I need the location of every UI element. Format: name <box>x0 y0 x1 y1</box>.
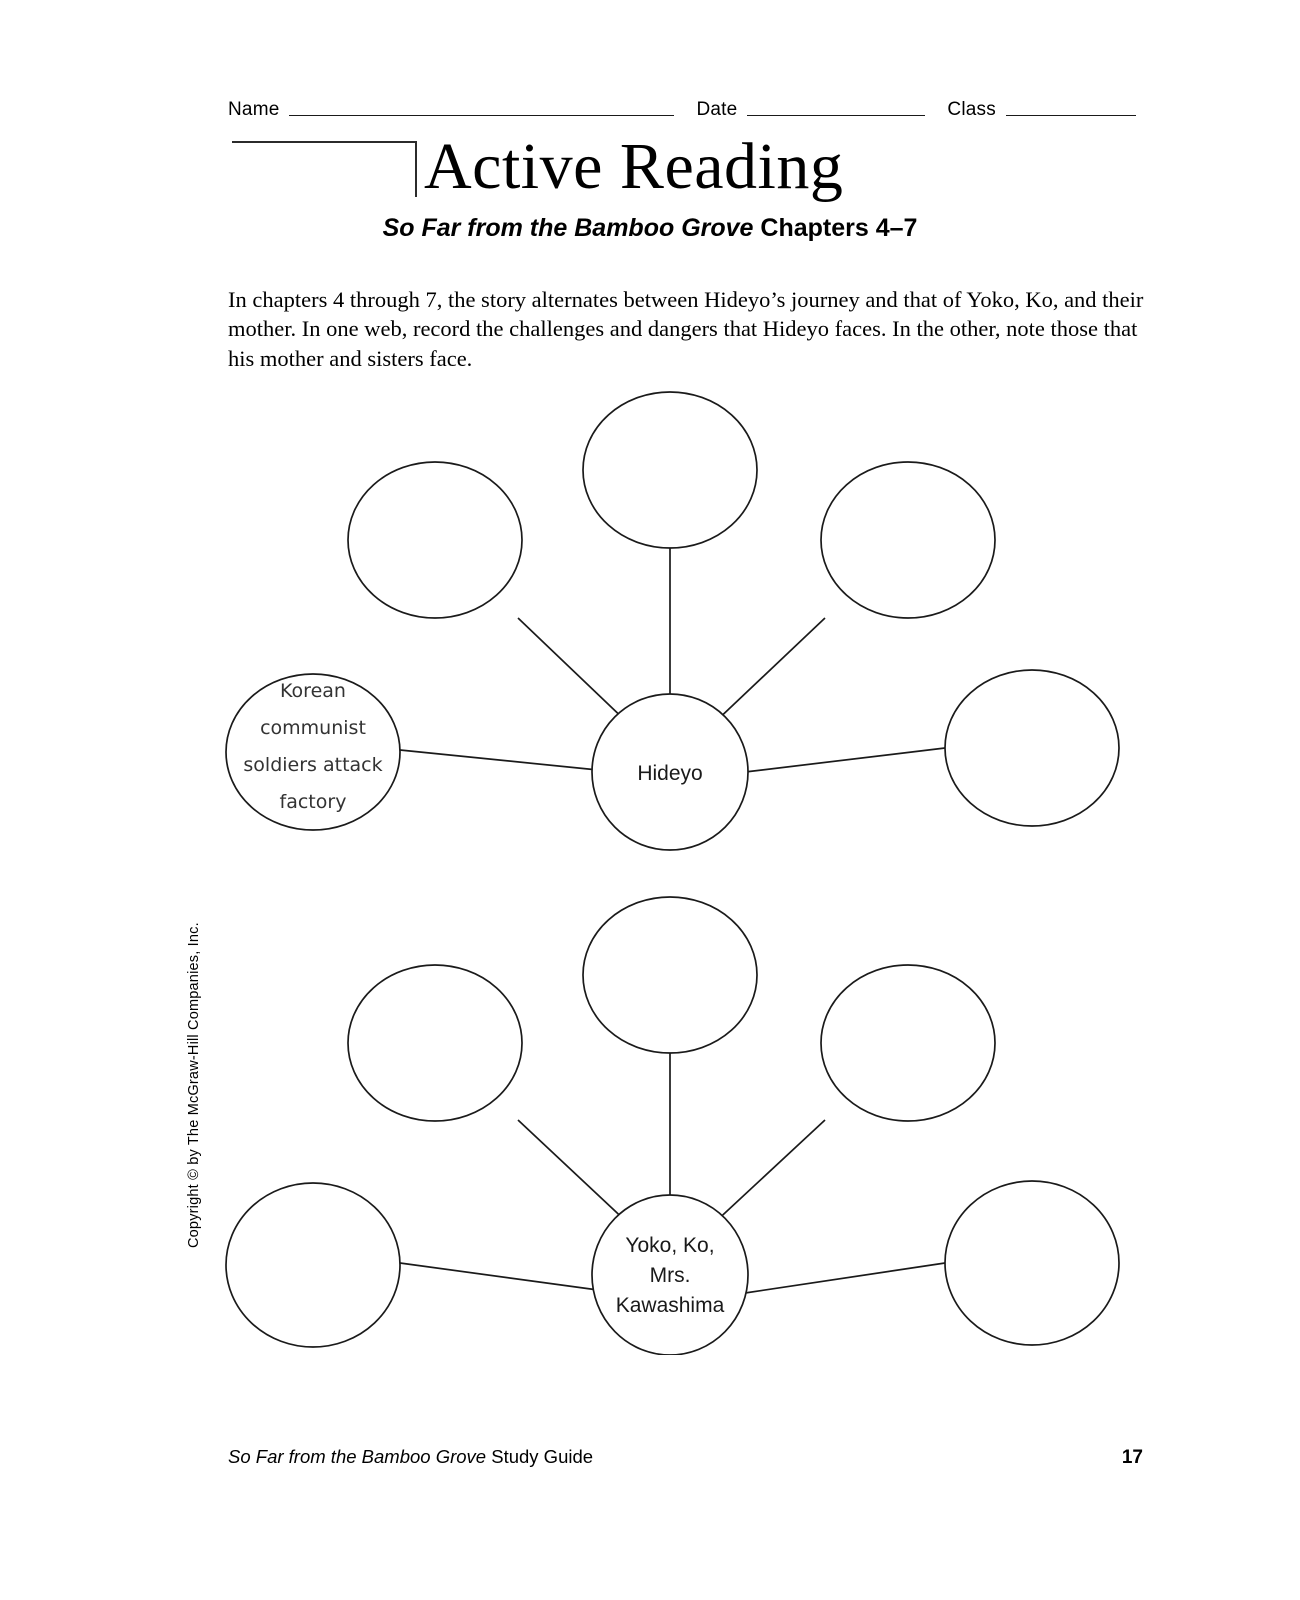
page-footer: So Far from the Bamboo Grove Study Guide… <box>228 1446 1143 1469</box>
instructions-paragraph: In chapters 4 through 7, the story alter… <box>228 286 1144 372</box>
handwritten-line-4: factory <box>280 791 347 813</box>
web-node-left-answer: Korean communist soldiers attack factory <box>243 680 382 813</box>
web-node-top[interactable] <box>582 896 758 1054</box>
web-center-yoko-label-2: Mrs. <box>650 1264 691 1287</box>
web-node-left[interactable] <box>225 1182 401 1348</box>
spoke-left <box>399 1262 599 1291</box>
web-node-top[interactable] <box>582 391 758 549</box>
handwritten-line-1: Korean <box>280 680 346 702</box>
web-center-yoko-label-1: Yoko, Ko, <box>625 1234 714 1257</box>
web-center-yoko-label-3: Kawashima <box>616 1294 725 1317</box>
class-label: Class <box>947 99 996 120</box>
web-center-yoko[interactable] <box>591 1194 749 1355</box>
spoke-upper-left <box>517 1119 631 1226</box>
spoke-upper-right <box>711 1119 826 1226</box>
web-node-left-filled[interactable] <box>225 673 401 831</box>
spoke-upper-right <box>711 617 826 726</box>
web-center-hideyo-label: Hideyo <box>637 762 702 785</box>
worksheet-subtitle: So Far from the Bamboo Grove Chapters 4–… <box>0 214 1300 243</box>
handwritten-line-2: communist <box>260 717 366 739</box>
date-label: Date <box>696 99 738 120</box>
web-diagram-hideyo: Korean communist soldiers attack factory… <box>200 370 1150 860</box>
footer-source: So Far from the Bamboo Grove Study Guide <box>228 1446 593 1468</box>
date-write-line[interactable] <box>747 114 926 116</box>
web-node-upper-left[interactable] <box>347 461 523 619</box>
spoke-upper-left <box>517 617 631 726</box>
web-yoko-canvas: Yoko, Ko, Mrs. Kawashima <box>225 896 1120 1355</box>
header-fields-row: Name Date Class <box>228 94 1143 120</box>
web-center-hideyo[interactable] <box>591 693 749 851</box>
subtitle-chapters: Chapters 4–7 <box>753 214 918 242</box>
name-label: Name <box>228 99 280 120</box>
web-node-upper-right[interactable] <box>820 461 996 619</box>
handwritten-line-3: soldiers attack <box>243 754 382 776</box>
footer-book-title: So Far from the Bamboo Grove <box>228 1446 487 1467</box>
class-write-line[interactable] <box>1005 114 1136 116</box>
web-node-right[interactable] <box>944 669 1120 827</box>
spoke-left <box>399 749 599 771</box>
title-corner-rule <box>232 141 417 197</box>
web-hideyo-canvas: Korean communist soldiers attack factory… <box>225 391 1120 851</box>
web-node-upper-left[interactable] <box>347 964 523 1122</box>
web-diagram-yoko: Yoko, Ko, Mrs. Kawashima <box>200 875 1150 1355</box>
spoke-right <box>744 1262 946 1294</box>
web-node-right[interactable] <box>944 1180 1120 1346</box>
spoke-right <box>744 747 946 773</box>
web-node-upper-right[interactable] <box>820 964 996 1122</box>
name-write-line[interactable] <box>289 114 675 116</box>
page-number: 17 <box>1121 1447 1143 1468</box>
page-title: Active Reading <box>424 130 844 203</box>
footer-guide-label: Study Guide <box>486 1446 594 1467</box>
subtitle-book-title: So Far from the Bamboo Grove <box>382 214 754 242</box>
